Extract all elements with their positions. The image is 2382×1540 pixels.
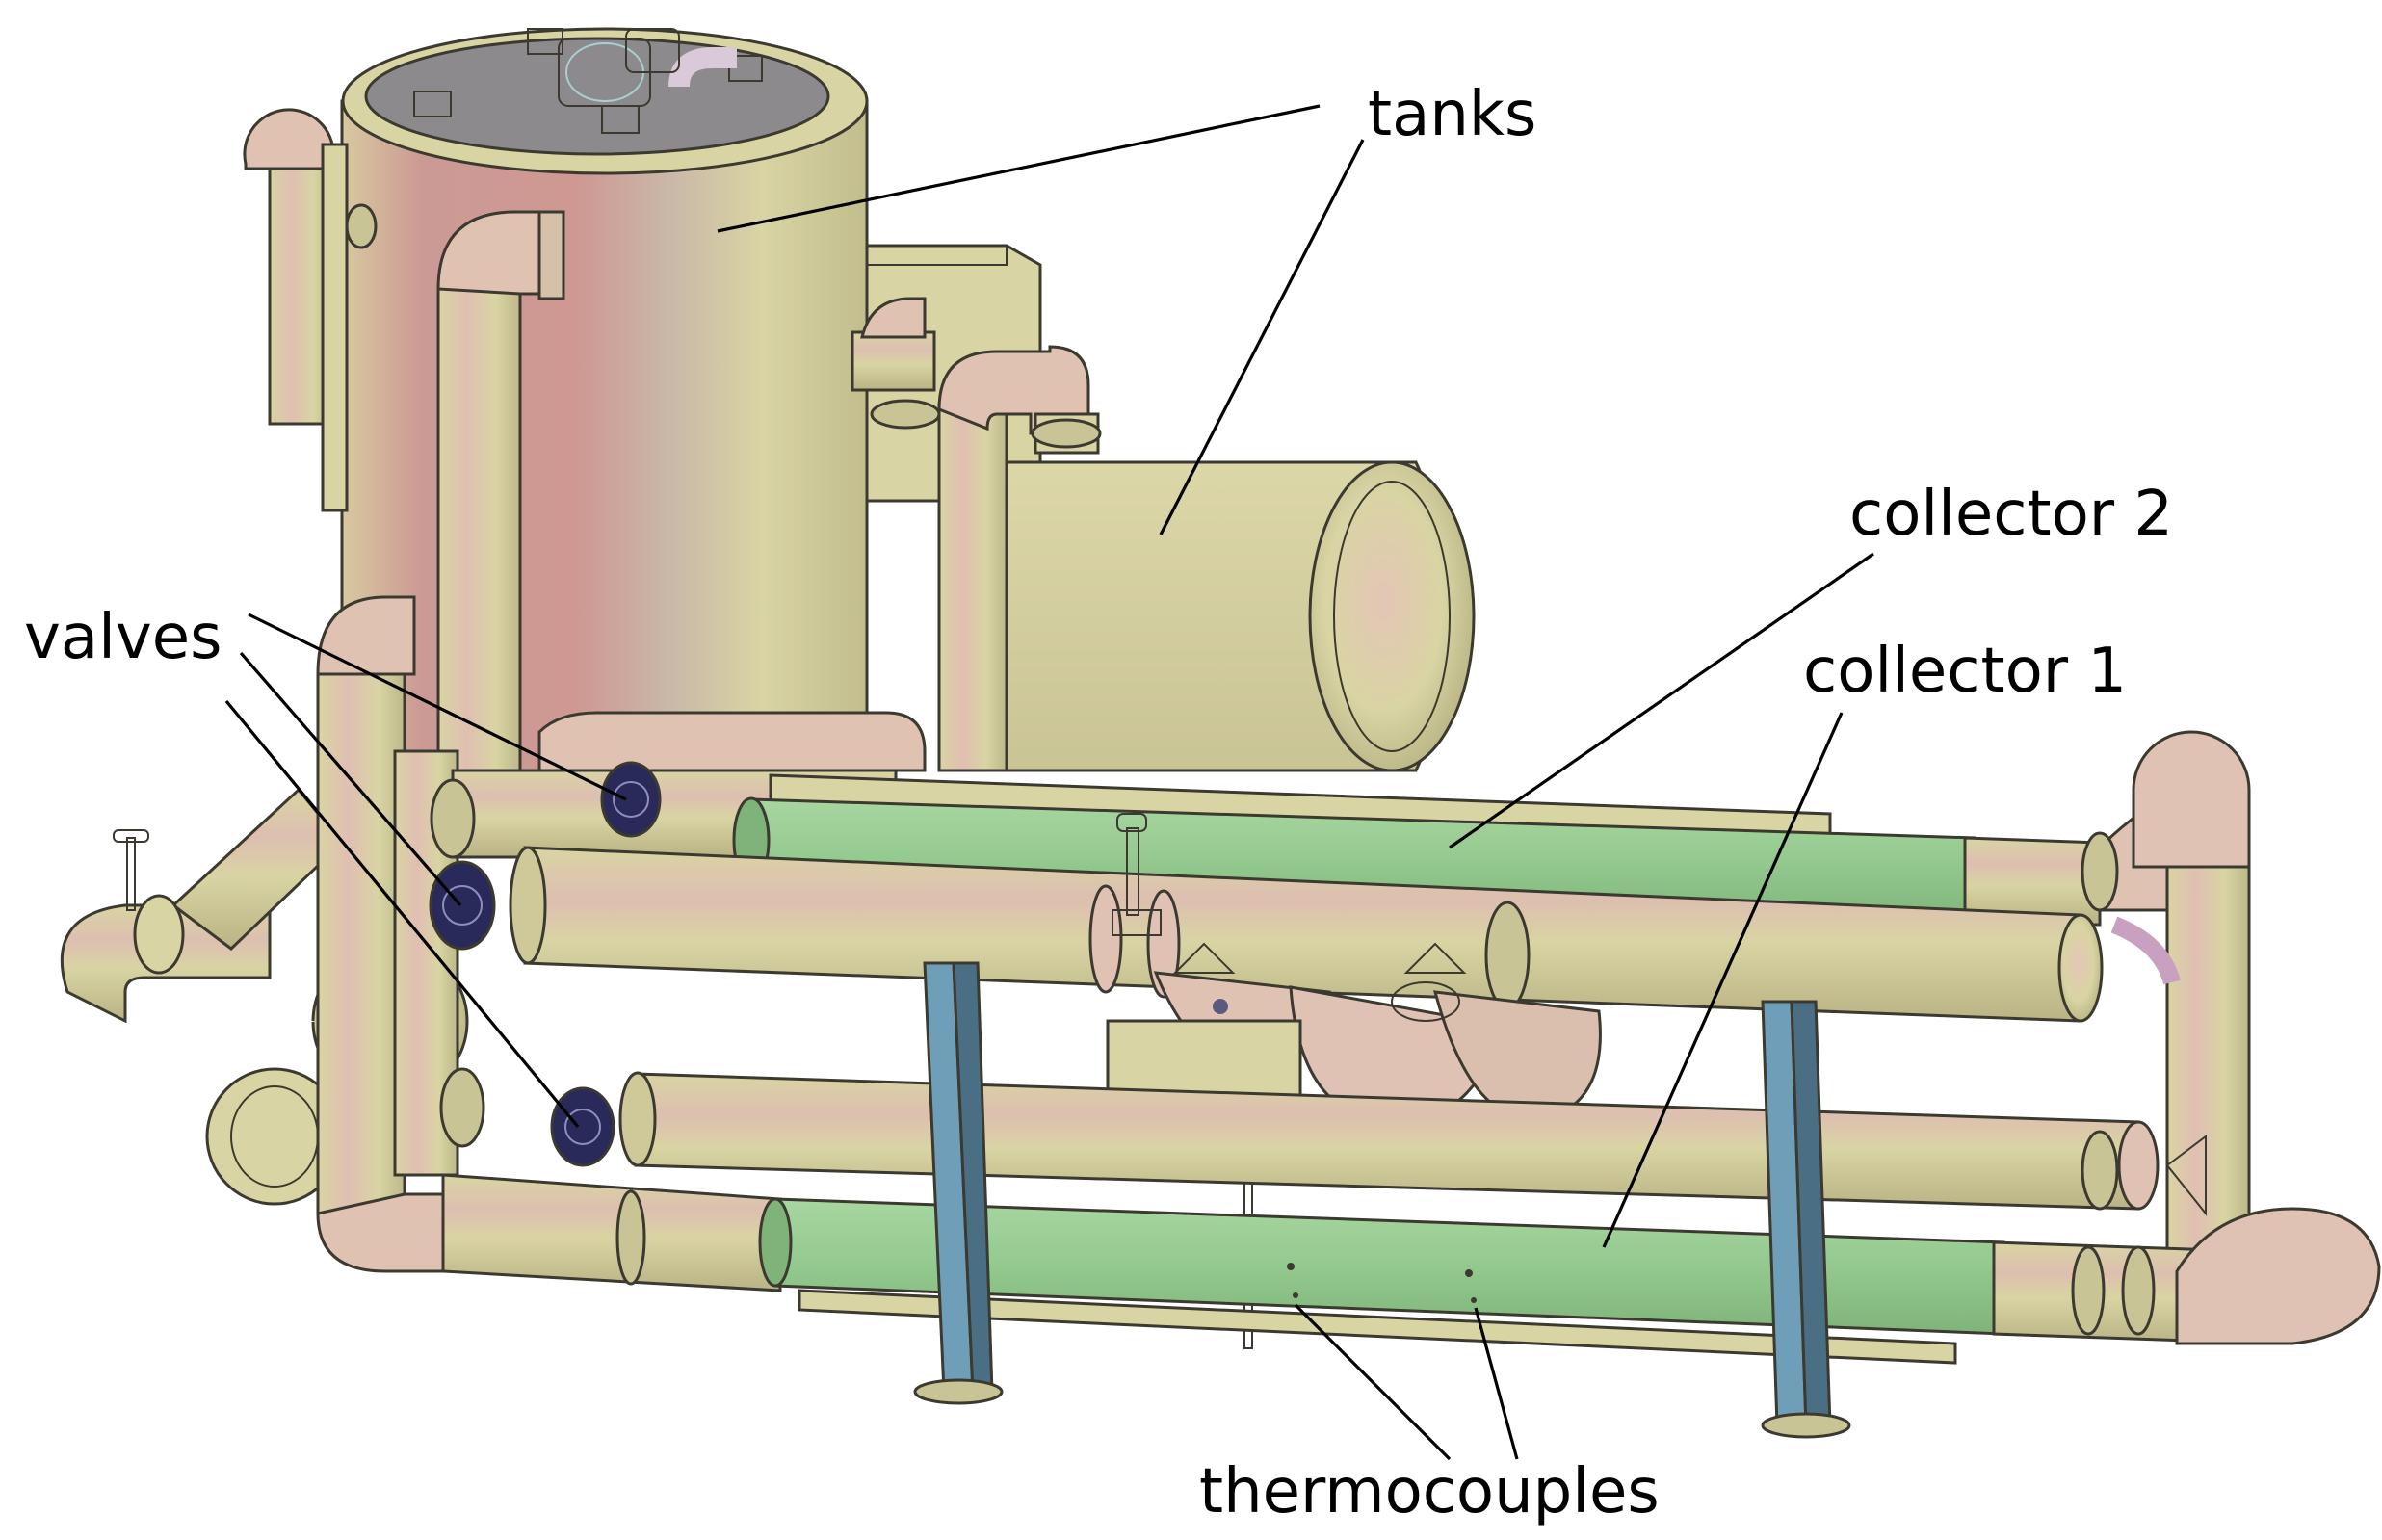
label-collector-2: collector 2 — [1849, 479, 2173, 550]
label-collector-1: collector 1 — [1803, 636, 2127, 707]
lid-fittings — [413, 28, 763, 134]
connecting-pipes — [851, 297, 1102, 772]
leader-thermocouples-1 — [1294, 1303, 1452, 1461]
support-right — [1761, 1000, 1851, 1439]
valve-2 — [429, 860, 496, 951]
vertical-tank — [340, 27, 869, 796]
horizontal-tank — [971, 460, 1476, 772]
tank-riser-pipe — [436, 210, 565, 772]
leader-valves-3 — [224, 699, 580, 1129]
collector-1 — [758, 1197, 2005, 1336]
lower-mid-pipe — [618, 1071, 2160, 1211]
valves — [429, 761, 662, 1167]
support-left — [913, 961, 1004, 1405]
leader-thermocouples-2 — [1474, 1307, 1519, 1460]
leader-valves-2 — [239, 651, 462, 907]
leader-collector-2 — [1449, 552, 1874, 849]
leader-collector-1 — [1602, 712, 1844, 1248]
left-rear-pipe — [243, 108, 349, 512]
label-valves: valves — [24, 602, 222, 673]
label-tanks: tanks — [1368, 79, 1536, 150]
valve-3 — [550, 1086, 615, 1167]
thermocouple-point-1 — [1287, 1263, 1295, 1270]
leader-lines — [224, 104, 1874, 1461]
leader-valves-1 — [248, 613, 627, 801]
left-manifold — [316, 595, 459, 1273]
top-stem — [1112, 813, 1162, 936]
flanges — [430, 778, 2119, 1211]
bottom-right-pipes — [1992, 1135, 2381, 1345]
label-thermocouples: thermocouples — [1199, 1456, 1660, 1527]
leader-tanks-1 — [717, 104, 1321, 233]
bottom-pipe-left — [441, 1173, 782, 1292]
thermocouple-point-2 — [1465, 1269, 1473, 1277]
tank-port — [345, 203, 378, 249]
mid-rear-box — [1106, 1019, 1302, 1100]
base-rail — [798, 1289, 1957, 1365]
valve-1 — [600, 761, 662, 838]
leader-tanks-2 — [1159, 139, 1365, 535]
motor — [558, 28, 680, 107]
labels: tanks collector 2 collector 1 valves the… — [24, 79, 2173, 1527]
